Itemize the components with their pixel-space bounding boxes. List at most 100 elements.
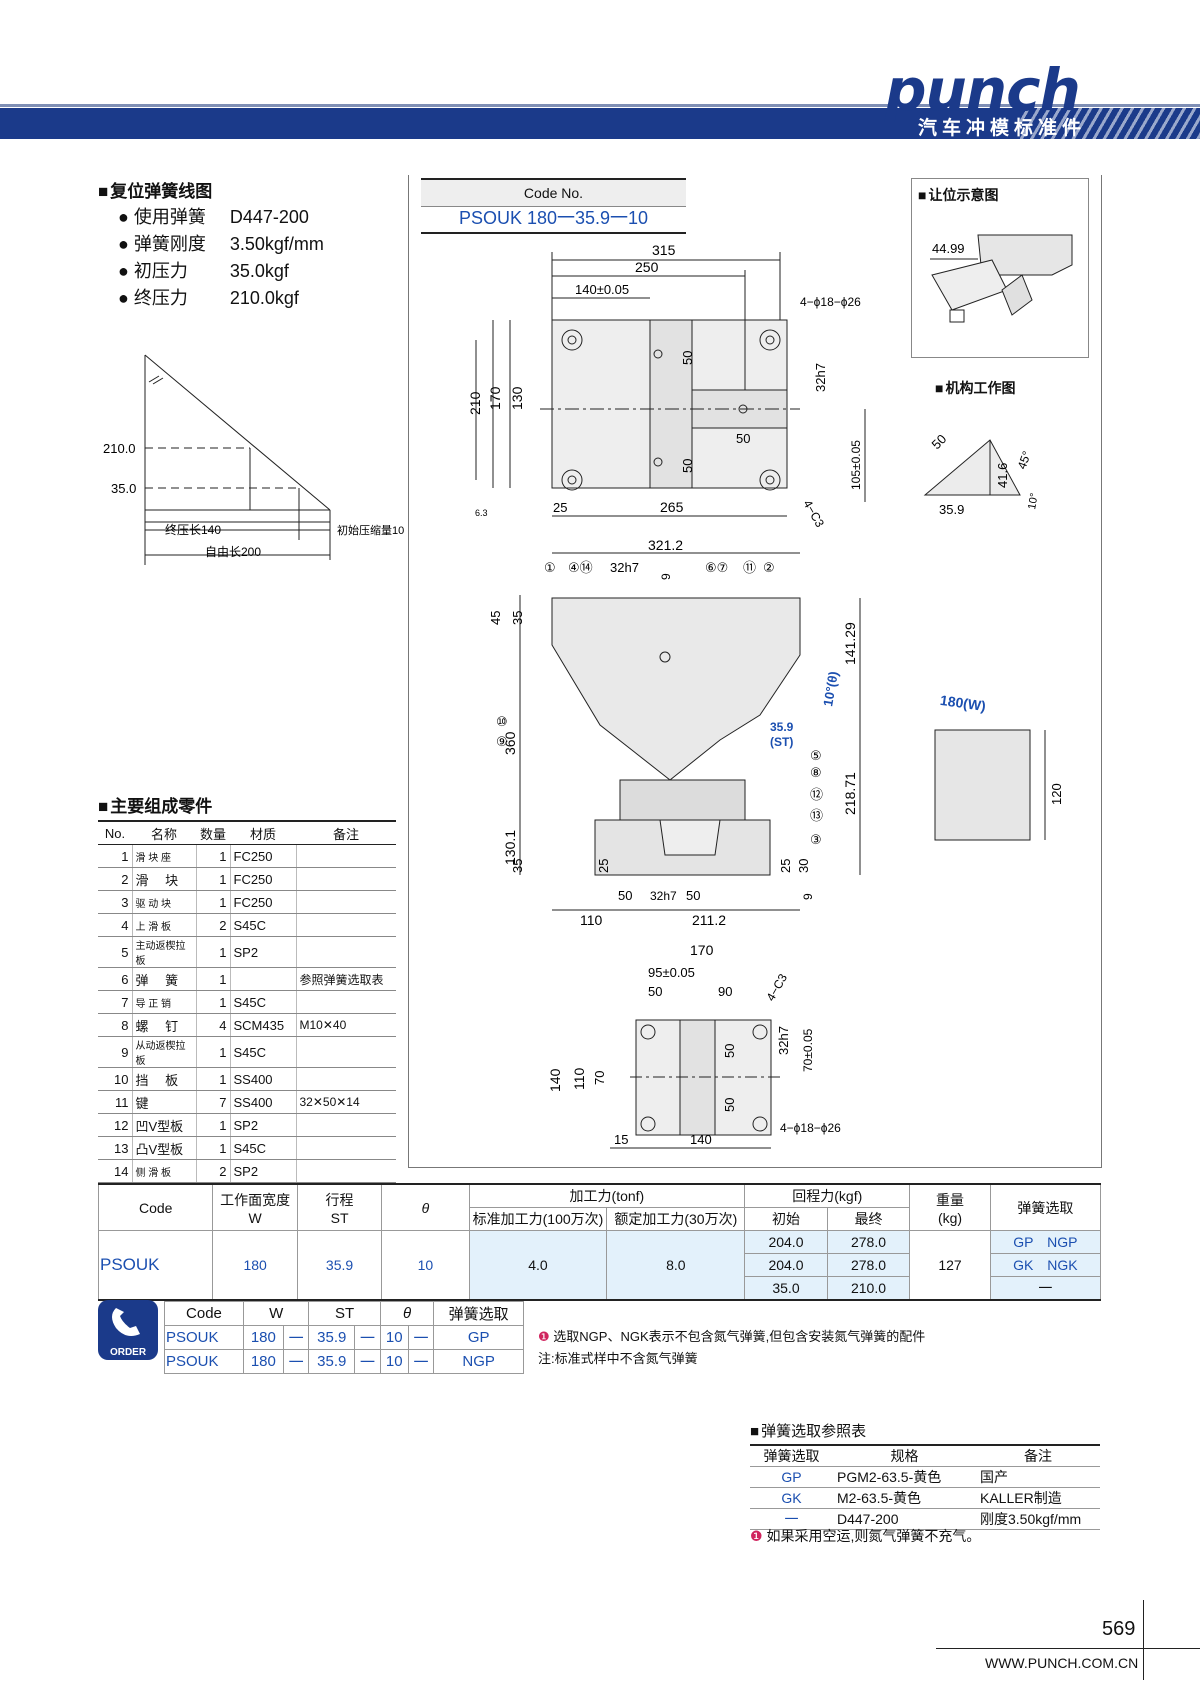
dim-321: 321.2 [648, 537, 683, 553]
parts-cell: 9 [98, 1036, 133, 1068]
dim-90: 90 [718, 984, 732, 999]
ref-cell: KALLER制造 [976, 1487, 1100, 1509]
front-view-drawing: 321.2 ① ④⑭ 32h7 ⑥⑦ ⑪ ② 360 45 35 9 141.2… [488, 537, 861, 928]
col-std: 标准加工力(100万次) [468, 1207, 608, 1231]
parts-cell [296, 1113, 396, 1137]
parts-cell: 1 [196, 890, 231, 914]
parts-cell: S45C [230, 1036, 297, 1068]
dim-holes-bottom: 4−ϕ18−ϕ26 [780, 1121, 841, 1135]
spring-graph: 210.0 35.0 终压长140 初始压缩量10 自由长200 [103, 354, 404, 565]
parts-cell: 键 [132, 1090, 197, 1114]
parts-cell: 32✕50✕14 [296, 1090, 396, 1114]
brand-logo: punch [885, 56, 1081, 124]
parts-cell: 1 [196, 990, 231, 1014]
dim-holes: 4−ϕ18−ϕ26 [800, 295, 861, 309]
col-return: 回程力(kgf) [744, 1183, 911, 1208]
parts-cell: 10 [98, 1067, 133, 1091]
parts-cell: 2 [196, 1159, 231, 1183]
parts-cell: 4 [196, 1013, 231, 1037]
cell-rated: 8.0 [606, 1230, 746, 1301]
callout-4-14: ④⑭ [568, 560, 593, 575]
dim-32h7-front: 32h7 [650, 889, 677, 903]
callout-12: ⑫ [810, 787, 823, 802]
parts-cell: 弹 簧 [132, 967, 197, 991]
parts-cell: 挡 板 [132, 1067, 197, 1091]
spring-ref-note: ❶ 如果采用空运,则氮气弹簧不充气。 [750, 1528, 981, 1544]
dim-35: 35 [510, 611, 525, 625]
ref-cell: GP [750, 1466, 833, 1488]
dim-141: 141.29 [842, 622, 858, 665]
dim-50b-bottom: 50 [722, 1098, 737, 1112]
dim-25a: 25 [596, 859, 611, 873]
dim-140-bottom: 140 [547, 1068, 563, 1092]
dim-50a-bottom: 50 [722, 1044, 737, 1058]
top-view-drawing: 315 250 140±0.05 4−ϕ18−ϕ26 210 170 130 5… [467, 242, 866, 530]
header-stripe [0, 104, 1200, 107]
parts-cell: 8 [98, 1013, 133, 1037]
parts-cell: SP2 [230, 936, 297, 968]
col-force: 加工力(tonf) [468, 1183, 746, 1208]
parts-cell: 上 滑 板 [132, 913, 197, 937]
dim-angle: 10°(θ) [820, 670, 841, 707]
parts-cell [296, 867, 396, 891]
dim-140b: 140 [690, 1132, 712, 1147]
callout-13: ⑬ [810, 808, 823, 823]
order-badge: ORDER [98, 1300, 158, 1360]
cell-theta: 10 [381, 1230, 470, 1301]
footer-url[interactable]: WWW.PUNCH.COM.CN [985, 1655, 1139, 1671]
parts-cell: S45C [230, 1136, 297, 1160]
parts-cell: 1 [196, 1067, 231, 1091]
order-header: ST [308, 1301, 381, 1326]
dim-c3-bottom: 4−C3 [763, 971, 790, 1003]
parts-cell [296, 1159, 396, 1183]
dim-30: 30 [796, 859, 811, 873]
cell-st: 35.9 [296, 1230, 383, 1301]
dim-st-label: (ST) [770, 735, 793, 749]
cell-return-init: 35.0 [744, 1276, 828, 1301]
dim-170: 170 [487, 386, 503, 410]
parts-cell: 3 [98, 890, 133, 914]
ref-cell: GK [750, 1487, 833, 1509]
parts-header: No. [98, 820, 132, 845]
col-theta: θ [381, 1183, 470, 1231]
parts-cell: 主动返楔拉板 [132, 936, 197, 968]
brand-tagline: 汽车冲模标准件 [918, 118, 1087, 139]
dim-35b: 35 [510, 859, 525, 873]
order-cell: 一 [407, 1349, 435, 1374]
order-cell: 35.9 [308, 1349, 356, 1374]
header-bar [0, 108, 1200, 139]
mech-dim-50: 50 [929, 431, 950, 452]
dim-32h7: 32h7 [813, 363, 828, 392]
col-init: 初始 [744, 1207, 828, 1231]
workface-drawing: 120 [934, 729, 1064, 841]
parts-cell: 14 [98, 1159, 133, 1183]
order-cell: GP [433, 1325, 524, 1350]
clearance-dim: 44.99 [932, 241, 965, 256]
cell-code: PSOUK [97, 1230, 214, 1301]
col-spring: 弹簧选取 [989, 1183, 1102, 1231]
parts-cell: 7 [98, 990, 133, 1014]
order-table: Code W ST θ 弹簧选取 PSOUK 180 一 35.9 一 10 一… [164, 1301, 524, 1374]
order-cell: PSOUK [164, 1349, 244, 1374]
ref-cell: D447-200 [833, 1508, 976, 1530]
spring-ref-title: 弹簧选取参照表 [750, 1420, 866, 1441]
dim-32h7-top: 32h7 [610, 560, 639, 575]
spring-ref-table: 弹簧选取 规格 备注 GP PGM2-63.5-黄色 国产 GK M2-63.5… [750, 1444, 1100, 1530]
parts-cell: 6 [98, 967, 133, 991]
cell-return-final: 278.0 [826, 1230, 911, 1254]
dim-130: 130 [509, 386, 525, 410]
order-cell: 一 [407, 1325, 435, 1350]
dim-110: 110 [580, 912, 603, 928]
ref-cell: 一 [750, 1508, 833, 1530]
info-icon: ❶ [538, 1329, 550, 1344]
dim-45: 45 [488, 611, 503, 625]
mechanism-drawing: 50 41.6 45° 35.9 10° [923, 431, 1041, 517]
parts-cell: 滑 块 [132, 867, 197, 891]
parts-cell: 4 [98, 913, 133, 937]
